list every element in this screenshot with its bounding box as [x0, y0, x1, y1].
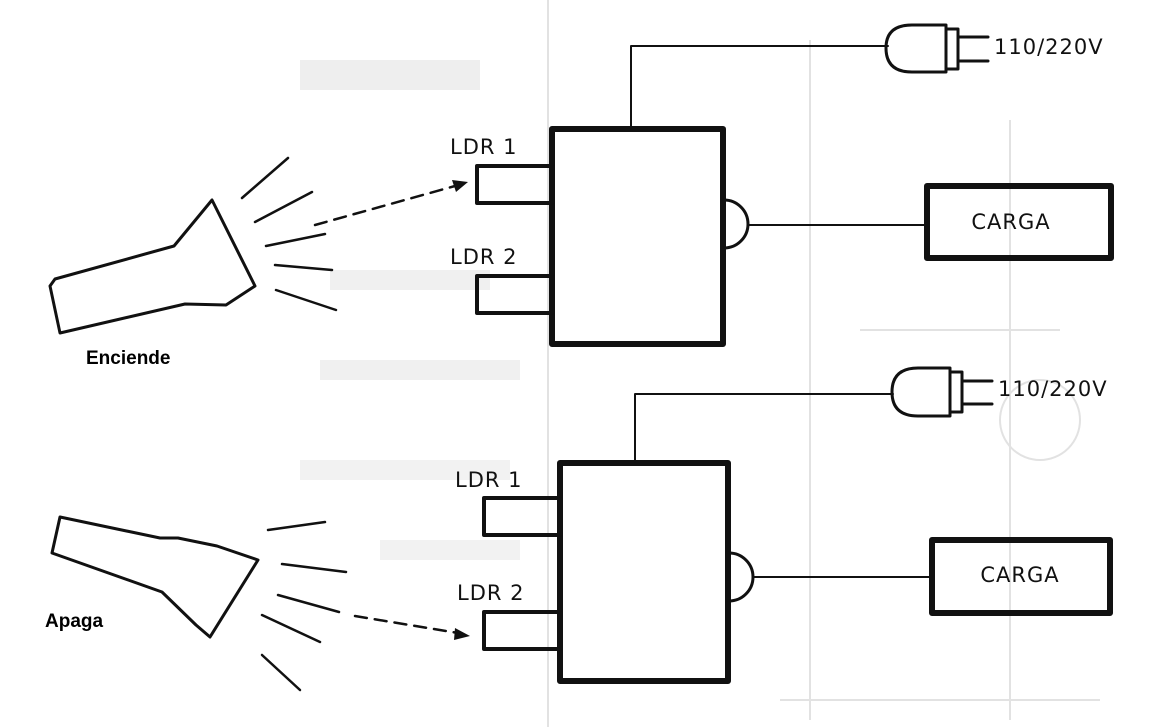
power-cord-top	[630, 45, 889, 129]
output-connector-top	[722, 198, 926, 250]
bleed-through-background	[300, 0, 1100, 727]
load-box-top	[924, 183, 1114, 261]
light-rays-top	[240, 156, 338, 312]
control-module-top	[549, 126, 726, 347]
light-beam-arrow-top	[313, 180, 468, 227]
ldr2-sensor-bottom	[482, 610, 562, 651]
ldr1-sensor-bottom	[482, 496, 562, 537]
voltage-label-top: 110/220V	[994, 35, 1104, 59]
caption-apaga: Apaga	[45, 611, 104, 632]
output-connector-bottom	[727, 551, 931, 603]
ldr2-label-bottom: LDR 2	[457, 581, 525, 605]
control-module-bottom	[557, 460, 731, 684]
caption-enciende: Enciende	[86, 348, 170, 369]
power-cord-bottom	[634, 393, 894, 463]
load-label-bottom: CARGA	[980, 563, 1059, 587]
light-beam-arrow-bottom	[353, 614, 470, 640]
ldr1-label-bottom: LDR 1	[455, 468, 523, 492]
power-plug-bottom-icon	[890, 366, 994, 418]
power-plug-top-icon	[884, 23, 990, 74]
light-rays-bottom	[260, 520, 348, 692]
load-label-top: CARGA	[971, 210, 1050, 234]
ldr1-label-top: LDR 1	[450, 135, 518, 159]
ldr1-sensor-top	[475, 164, 554, 205]
load-box-bottom	[929, 537, 1113, 616]
ldr2-label-top: LDR 2	[450, 245, 518, 269]
flashlight-top-icon	[48, 198, 257, 335]
ldr2-sensor-top	[475, 274, 554, 315]
voltage-label-bottom: 110/220V	[998, 377, 1108, 401]
flashlight-bottom-icon	[50, 515, 260, 639]
